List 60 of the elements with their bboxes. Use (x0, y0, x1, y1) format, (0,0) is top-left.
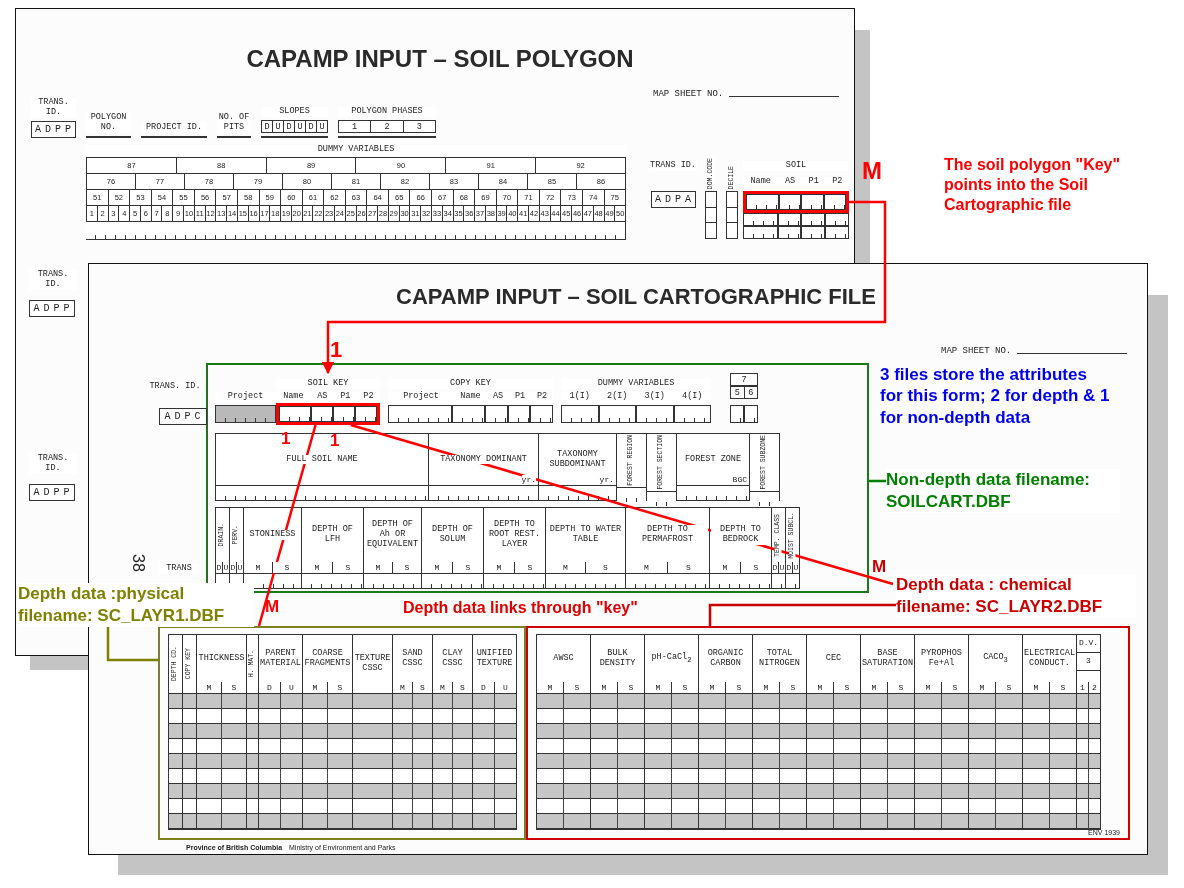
form-code: ADPC (159, 408, 207, 425)
connector-line (708, 603, 896, 626)
section-outline (526, 626, 1130, 840)
annotation-text: 1 (330, 336, 344, 364)
section-outline (158, 626, 526, 840)
table-cell: D (283, 119, 294, 133)
table-cell: 3 (402, 119, 436, 133)
field-label: BGC (732, 475, 747, 484)
subcolumn-label: D (216, 562, 222, 573)
column-heading: D.V. (1077, 635, 1100, 653)
connector-line (350, 423, 894, 586)
highlight-box (276, 403, 380, 425)
table-cell: 2 (370, 119, 403, 133)
subcolumn-label: D (772, 562, 778, 573)
subcolumn-label: 1 (1077, 682, 1088, 693)
field-label: MAP SHEET NO. (941, 346, 1012, 356)
subcolumn-label: D (786, 562, 792, 573)
form-sheet (15, 8, 855, 263)
arrow (321, 200, 887, 375)
table-cell: 5 (730, 386, 744, 399)
column-heading: FULL SOIL NAME (286, 454, 358, 465)
form-code: ADPP (29, 300, 75, 317)
table-cell: D (261, 119, 272, 133)
table-cell: D (305, 119, 316, 133)
form-title: CAPAMP INPUT – SOIL CARTOGRAPHIC FILE (395, 284, 877, 310)
field-label: yr. (521, 475, 536, 484)
column-heading: pH-CaCl$_{2}$ (651, 653, 692, 664)
table-cell: 1 (338, 119, 371, 133)
column-heading: DEPTH OF Ah OR EQUIVALENT (365, 520, 420, 550)
table-cell: 3 (1077, 653, 1100, 671)
connector-line (257, 424, 317, 627)
annotation-text: 1 (281, 428, 292, 450)
field-label: MAP SHEET NO. (653, 89, 724, 99)
connector-line (106, 626, 158, 662)
form-code: ADPA (651, 191, 696, 208)
form-code: ADPP (29, 484, 75, 501)
annotation-text: Depth data :physical filename: SC_LAYR1.DBF (18, 583, 254, 627)
column-heading: CACO$_{3}$ (983, 653, 1008, 664)
section-outline (206, 363, 869, 593)
subcolumn-label: D (230, 562, 236, 573)
table-cell: 7 (730, 373, 758, 386)
annotation-text: M (872, 556, 888, 578)
annotation-text: M (862, 156, 883, 186)
annotation-text: M (265, 596, 281, 618)
table-cell: U (316, 119, 328, 133)
annotation-text: 1 (330, 430, 341, 452)
table-cell: U (294, 119, 305, 133)
annotation-text: The soil polygon "Key" points into the Soil Cartographic file (944, 155, 1122, 215)
page-number: 38 (128, 554, 147, 572)
annotation-text: Depth data links through "key" (403, 598, 639, 618)
column-heading: STONINESS (249, 530, 296, 540)
highlight-box (743, 191, 849, 213)
field-label: yr. (599, 475, 614, 484)
annotation-text: 3 files store the attributes for this form; 2 for depth & 1 for non-depth data (880, 364, 1111, 428)
form-title: CAPAMP INPUT – SOIL POLYGON (245, 45, 635, 73)
connector-line (869, 479, 886, 483)
subcolumn-label: 2 (1088, 682, 1100, 693)
column-heading: TAXONOMY DOMINANT (440, 454, 527, 465)
form-code: ADPP (31, 120, 76, 138)
table-cell: U (272, 119, 283, 133)
